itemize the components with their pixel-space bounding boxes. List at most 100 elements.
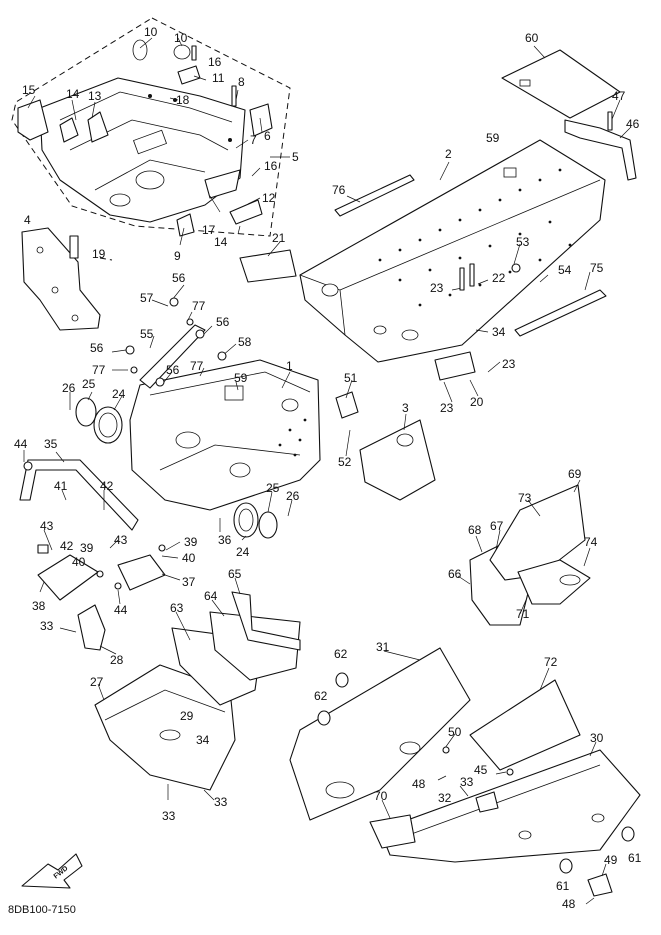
callout-47: 47 [612,89,626,103]
boot-part-24-right [233,502,259,538]
callout-16-a: 16 [208,55,222,69]
callout-42-b: 42 [60,539,74,553]
callout-39-a: 39 [80,541,94,555]
callout-14-a: 14 [66,87,80,101]
callout-24-a: 24 [112,387,126,401]
callout-71: 71 [516,607,530,621]
callout-30: 30 [590,731,604,745]
bracket-part-46 [564,119,637,181]
callout-32: 32 [438,791,452,805]
callout-3: 3 [402,401,409,415]
callout-13: 13 [88,89,102,103]
callout-29: 29 [180,709,194,723]
callout-51: 51 [344,371,358,385]
callout-4: 4 [24,213,31,227]
document-code: 8DB100-7150 [8,904,76,916]
callout-8: 8 [238,75,245,89]
callout-10-b: 10 [174,31,188,45]
callout-56-d: 56 [166,363,180,377]
tunnel-part-2 [299,139,606,363]
callout-45: 45 [474,763,488,777]
callout-25-b: 25 [266,481,280,495]
callout-58: 58 [238,335,252,349]
callout-53: 53 [516,235,530,249]
panel-part-31 [289,647,471,821]
callout-34-b: 34 [196,733,210,747]
fasteners [23,45,613,776]
callout-56-b: 56 [216,315,230,329]
callout-12: 12 [262,191,276,205]
sub-frame-assembly [17,39,273,237]
callout-74: 74 [584,535,598,549]
callout-33-b: 33 [162,809,176,823]
callout-44-b: 44 [114,603,128,617]
callout-64: 64 [204,589,218,603]
callout-59-b: 59 [234,371,248,385]
callout-77-b: 77 [190,359,204,373]
callout-48-b: 48 [562,897,576,911]
bracket-part-28 [77,604,106,651]
strip-part-76 [334,174,415,217]
callout-67: 67 [490,519,504,533]
callout-35: 35 [44,437,58,451]
callout-77-c: 77 [92,363,106,377]
boot-part-24-left [93,406,123,444]
callout-59: 59 [486,131,500,145]
callout-14-b: 14 [214,235,228,249]
bracket-part-51 [335,391,359,419]
callout-2: 2 [445,147,452,161]
panel-part-72 [469,679,581,771]
callout-11: 11 [212,71,225,85]
callout-55: 55 [140,327,154,341]
bracket-part-4 [21,227,113,331]
panel-part-70 [369,814,416,849]
bar-part-55 [139,324,206,389]
callout-9: 9 [174,249,181,263]
callout-20: 20 [470,395,484,409]
mat-part-60 [501,49,621,119]
callout-61-b: 61 [556,879,570,893]
bracket-part-20 [434,351,476,381]
callout-16-b: 16 [264,159,278,173]
fwd-arrow-icon: FWD [21,853,83,889]
callout-48-a: 48 [412,777,426,791]
callout-44-a: 44 [14,437,28,451]
callout-33-c: 33 [214,795,228,809]
leader-lines [23,37,631,905]
panel-part-65 [231,591,301,651]
shield-part-71 [517,559,591,605]
callout-73: 73 [518,491,532,505]
callout-37: 37 [182,575,196,589]
plate-part-37 [117,554,166,591]
callout-65: 65 [228,567,242,581]
callout-41: 41 [54,479,68,493]
callout-28: 28 [110,653,124,667]
plate-part-38 [37,554,99,601]
callout-24-b: 24 [236,545,250,559]
panel-part-30 [379,749,641,863]
callout-7: 7 [250,133,257,147]
callout-62-a: 62 [334,647,348,661]
bracket-part-3 [359,419,436,501]
callout-23-b: 23 [502,357,516,371]
callout-62-b: 62 [314,689,328,703]
bracket-part-49 [587,873,613,897]
callout-23-c: 23 [440,401,454,415]
grommet-part-61-low [559,858,573,874]
callout-23-a: 23 [430,281,444,295]
bar-part-35 [19,459,139,531]
callout-75: 75 [590,261,604,275]
grommet-part-61-right [621,826,635,842]
callout-40-b: 40 [182,551,196,565]
callout-49: 49 [604,853,618,867]
callout-1: 1 [286,359,293,373]
callout-33-d: 33 [460,775,474,789]
shield-part-69 [489,484,586,581]
assembly-box-outline [11,17,291,237]
callout-19: 19 [92,247,106,261]
bracket-part-32 [475,791,499,813]
callout-22: 22 [492,271,506,285]
callout-39-b: 39 [184,535,198,549]
callout-10-a: 10 [144,25,158,39]
callout-72: 72 [544,655,558,669]
